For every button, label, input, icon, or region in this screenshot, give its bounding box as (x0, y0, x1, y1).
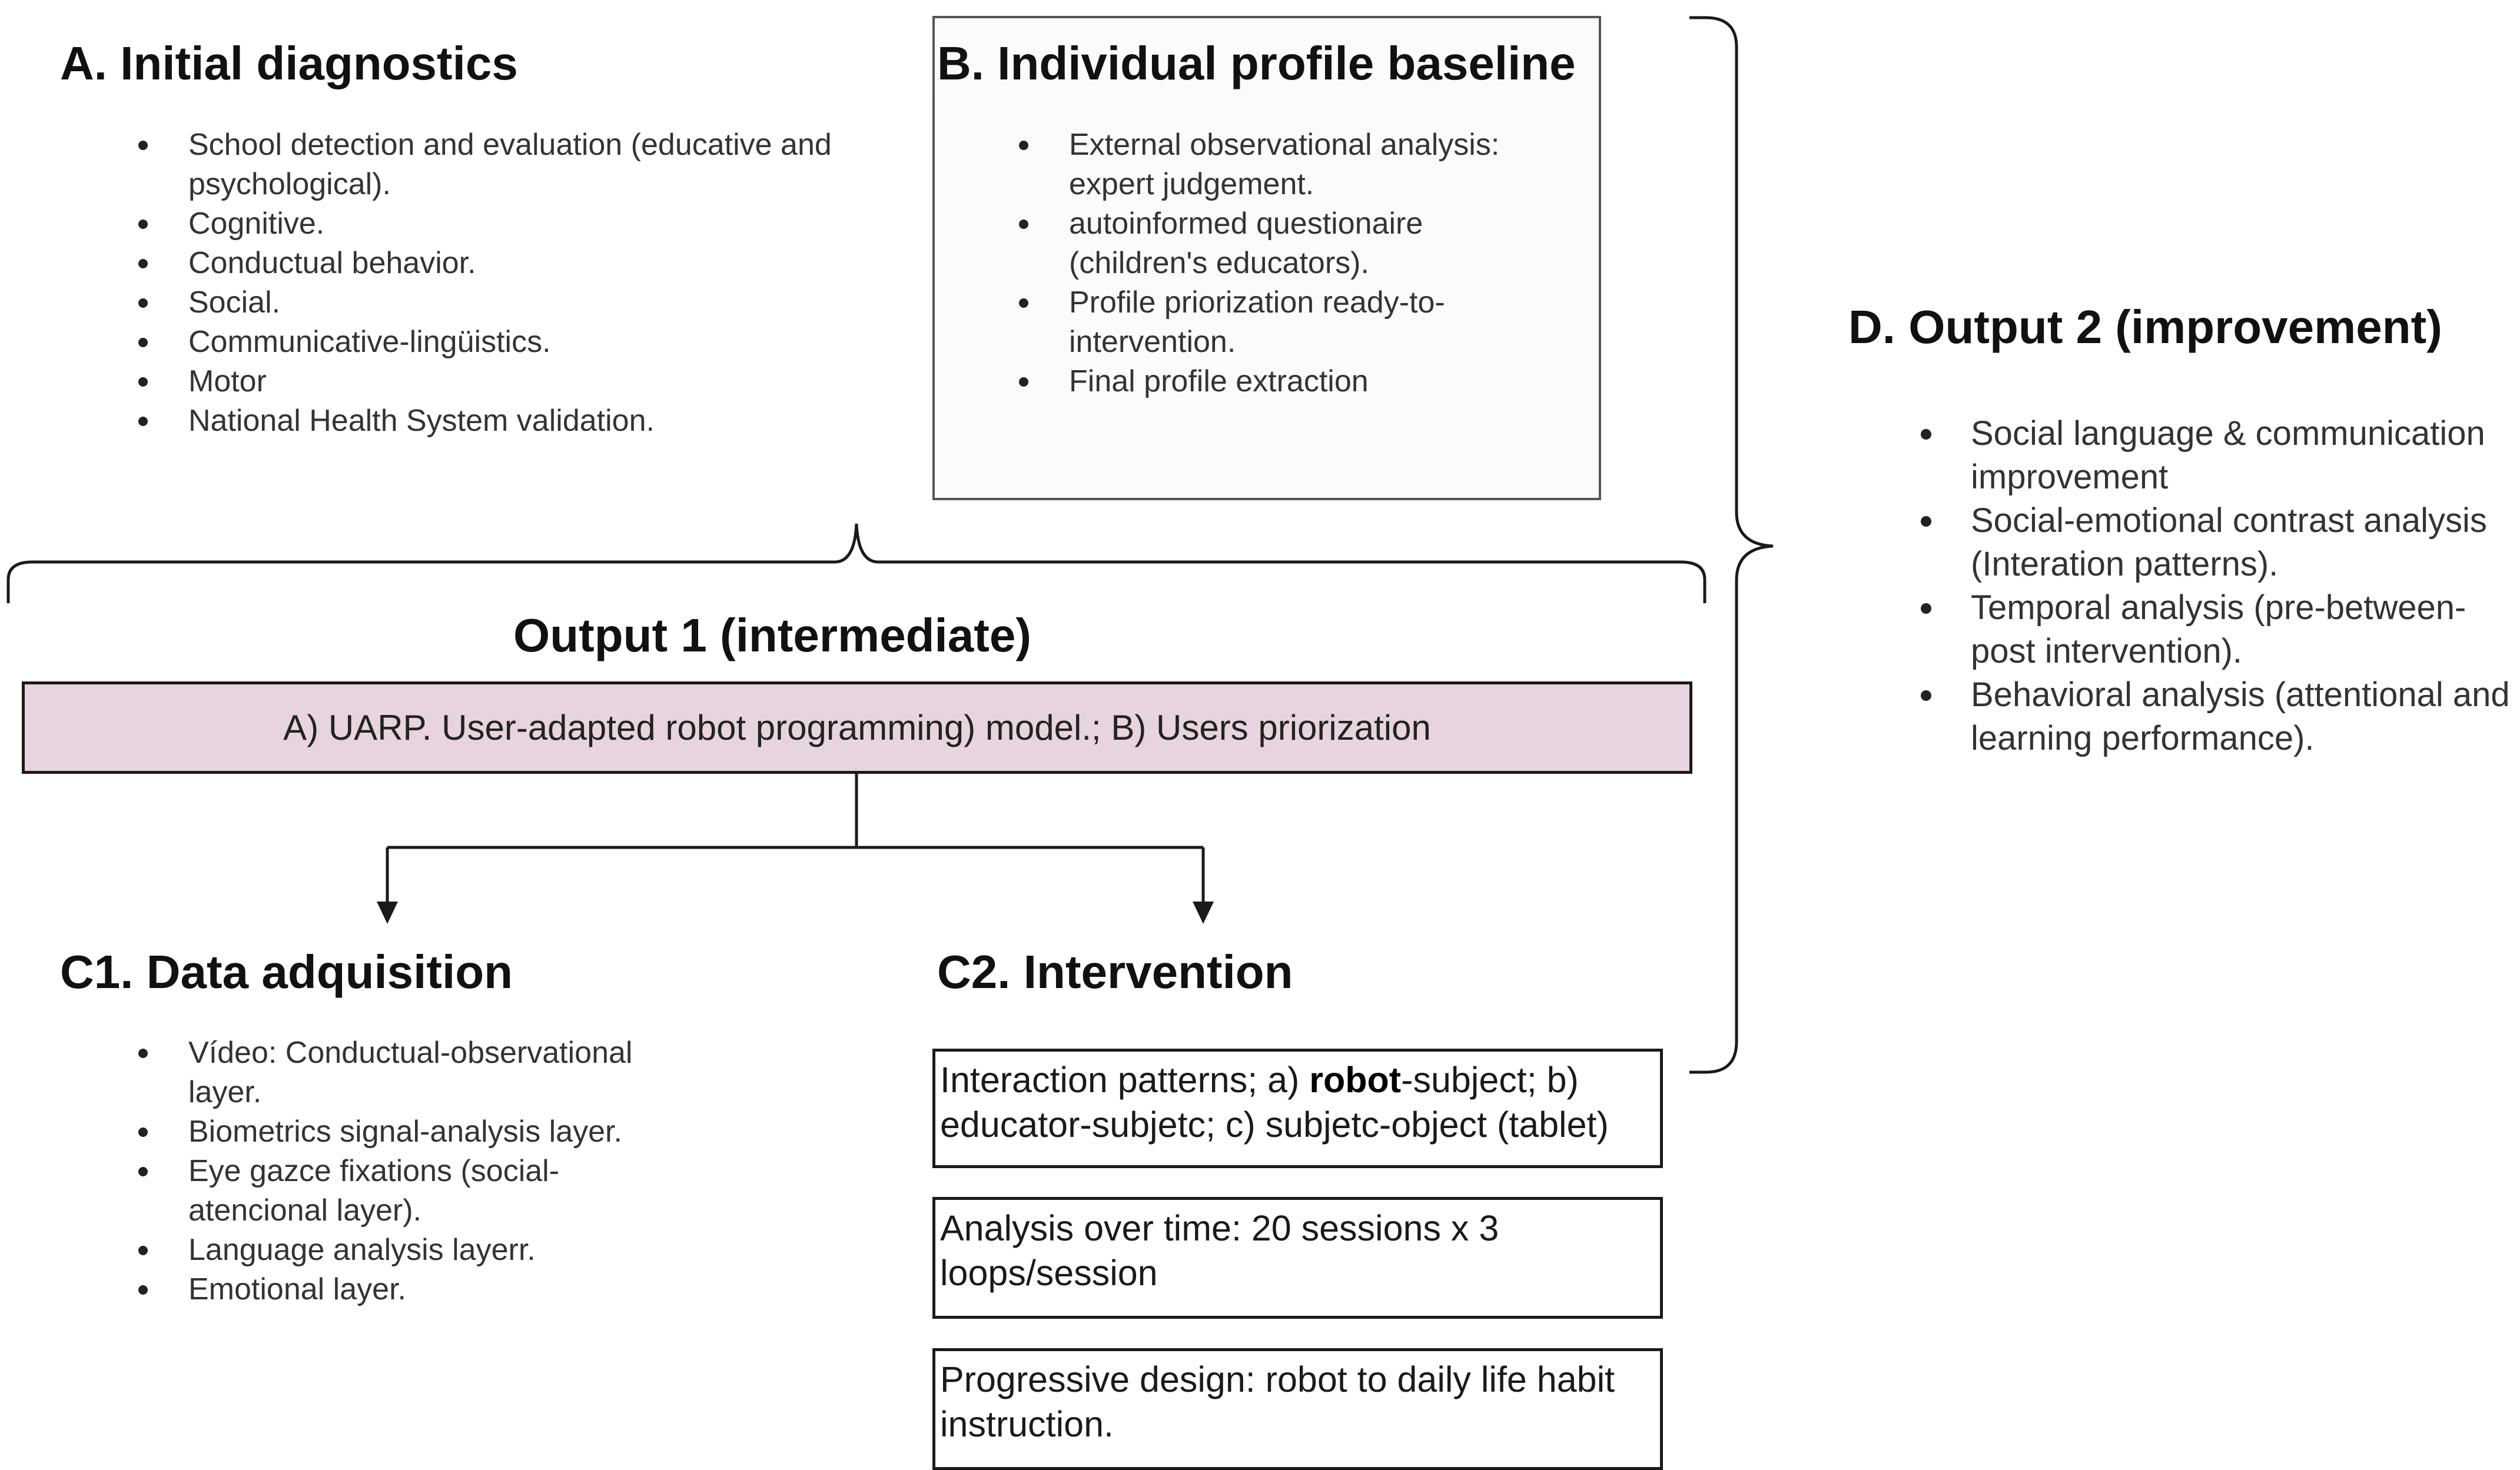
output1-box-text: A) UARP. User-adapted robot programming)… (283, 708, 1431, 747)
interaction-patterns-bold: robot (1309, 1060, 1402, 1100)
list-item: Motor (138, 362, 898, 401)
interaction-patterns-suffix: -subject; b) educator-subjetc; c) subjet… (940, 1060, 1609, 1145)
list-item: Cognitive. (138, 204, 898, 244)
initial-diagnostics-title: A. Initial diagnostics (60, 37, 518, 89)
list-item: Vídeo: Conductual-observational layer. (138, 1033, 680, 1112)
list-item: Temporal analysis (pre-between-post inte… (1921, 586, 2520, 673)
list-item: Communicative-lingüistics. (138, 322, 898, 362)
list-item: Social-emotional contrast analysis (Inte… (1921, 499, 2520, 586)
list-item: Social language & communication improvem… (1921, 412, 2520, 499)
intervention-title: C2. Intervention (937, 946, 1293, 998)
list-item: Profile priorization ready-to-interventi… (1019, 283, 1566, 362)
output1-title: Output 1 (intermediate) (513, 609, 1032, 661)
list-item: Biometrics signal-analysis layer. (138, 1112, 680, 1152)
list-item: Language analysis layerr. (138, 1230, 680, 1270)
data-acquisition-list: Vídeo: Conductual-observational layer.Bi… (138, 1033, 680, 1309)
brace-output1 (6, 523, 1706, 603)
list-item: Conductual behavior. (138, 244, 898, 283)
list-item: Emotional layer. (138, 1270, 680, 1309)
list-item: autoinformed questionaire (children's ed… (1019, 204, 1566, 283)
profile-baseline-box (932, 16, 1601, 500)
data-acquisition-title: C1. Data adquisition (60, 946, 513, 998)
output1-box: A) UARP. User-adapted robot programming)… (22, 681, 1692, 774)
arrow-head-c2 (1193, 902, 1214, 924)
brace-output2 (1689, 16, 1774, 1074)
progressive-design-box: Progressive design: robot to daily life … (932, 1348, 1663, 1470)
profile-baseline-list: External observational analysis: expert … (1019, 125, 1566, 401)
list-item: School detection and evaluation (educati… (138, 125, 898, 204)
output2-title: D. Output 2 (improvement) (1848, 301, 2442, 353)
initial-diagnostics-list: School detection and evaluation (educati… (138, 125, 898, 441)
list-item: Final profile extraction (1019, 362, 1566, 401)
arrow-head-c1 (377, 902, 398, 924)
list-item: Social. (138, 283, 898, 322)
interaction-patterns-box: Interaction patterns; a) robot-subject; … (932, 1049, 1663, 1168)
profile-baseline-title: B. Individual profile baseline (937, 37, 1576, 89)
output2-list: Social language & communication improvem… (1921, 412, 2520, 760)
analysis-over-time-box: Analysis over time: 20 sessions x 3 loop… (932, 1197, 1663, 1319)
list-item: Eye gazce fixations (social-atencional l… (138, 1152, 680, 1230)
list-item: External observational analysis: expert … (1019, 125, 1566, 204)
analysis-over-time-text: Analysis over time: 20 sessions x 3 loop… (940, 1208, 1499, 1293)
progressive-design-text: Progressive design: robot to daily life … (940, 1359, 1615, 1444)
list-item: National Health System validation. (138, 401, 898, 441)
interaction-patterns-prefix: Interaction patterns; a) (940, 1060, 1310, 1100)
list-item: Behavioral analysis (attentional and lea… (1921, 673, 2520, 760)
